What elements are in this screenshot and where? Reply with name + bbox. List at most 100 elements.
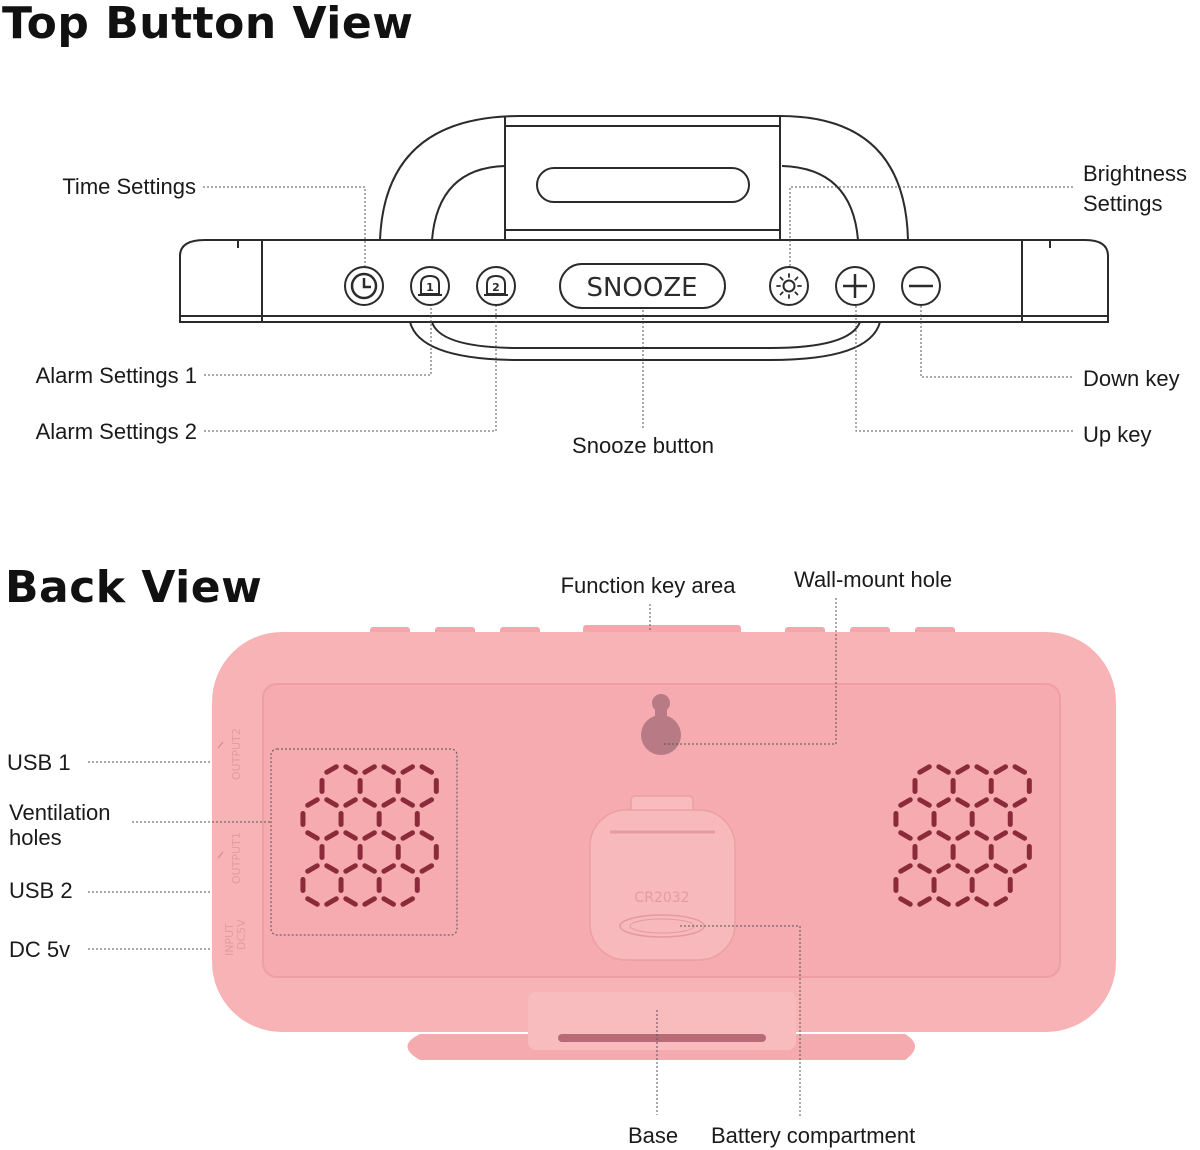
ventilation-slot [381,896,396,907]
ventilation-slot [993,830,1008,841]
ventilation-slot [955,830,970,841]
top-view-leader-lines [203,186,1074,432]
ventilation-slot [936,830,951,841]
top-view-heading: Top Button View [2,0,414,49]
ventilation-slot [300,811,306,827]
ventilation-slot [1012,797,1028,808]
label-alarm-settings-2: Alarm Settings 2 [35,419,197,444]
ventilation-slot [898,797,913,808]
snooze-button-text: SNOOZE [586,273,697,303]
ventilation-slot [433,778,439,794]
battery-compartment: CR2032 [589,795,736,961]
ventilation-slot [362,896,377,907]
ventilation-holes-right [893,764,1032,907]
ventilation-slot [381,764,396,775]
stand-lower-loop [409,321,881,361]
ventilation-slot [993,797,1008,808]
ventilation-slot [343,863,358,874]
label-brightness-line1: Brightness [1083,161,1187,186]
alarm-settings-1-button[interactable]: 1 [410,266,450,306]
label-ventilation-line1: Ventilation [9,800,111,825]
ventilation-slot [343,797,358,808]
ventilation-slot [974,863,989,874]
label-function-key-area: Function key area [560,573,736,598]
ventilation-slot [343,764,358,775]
ventilation-slot [974,797,989,808]
stand-handle-outer [379,115,909,241]
ventilation-slot [917,863,932,874]
sun-icon [782,279,796,293]
ventilation-slot [362,797,377,808]
ventilation-slot [893,877,899,893]
ventilation-slot [955,896,970,907]
port-label-input: INPUT [223,923,236,956]
label-dc-5v: DC 5v [9,937,71,962]
ventilation-slot [1026,778,1032,795]
ventilation-slot [324,764,339,775]
stand-lower-loop-inner [431,321,861,349]
label-up-key: Up key [1083,422,1152,447]
label-base: Base [628,1123,679,1148]
alarm-settings-2-button[interactable]: 2 [476,266,516,306]
ventilation-slot [305,863,320,874]
ventilation-slot [950,778,956,794]
ventilation-slot [433,844,439,860]
ventilation-slot [1026,844,1032,861]
ventilation-slot [343,896,358,907]
ventilation-slot [395,844,401,860]
ventilation-slot [936,797,951,808]
ventilation-slot [400,863,415,874]
down-key-button[interactable] [901,266,941,306]
ventilation-slot [1007,811,1013,827]
ventilation-holes-left [300,764,439,907]
time-settings-button[interactable] [344,266,384,306]
top-view-drawing: 1 2 SNOOZE [179,115,1109,432]
ventilation-slot [917,797,932,808]
ventilation-slot [319,844,325,860]
alarm-2-digit: 2 [492,281,500,294]
port-label-output2: OUTPUT2 [230,728,243,780]
ventilation-slot [343,830,358,841]
ventilation-slot [300,877,306,893]
ventilation-slot [974,764,989,775]
ventilation-slot [319,778,325,794]
label-time-settings: Time Settings [62,174,196,199]
ventilation-slot [1012,764,1028,775]
ventilation-slot [1007,877,1013,893]
ventilation-slot [324,830,339,841]
ventilation-slot [898,830,913,841]
ventilation-slot [376,877,382,893]
label-usb-2: USB 2 [9,878,73,903]
label-wall-mount-hole: Wall-mount hole [794,567,953,592]
label-usb-1: USB 1 [7,750,71,775]
snooze-button[interactable]: SNOOZE [559,263,726,309]
ventilation-slot [1012,830,1028,841]
battery-text: CR2032 [634,890,689,906]
ventilation-slot [917,830,932,841]
ventilation-slot [993,863,1008,874]
ventilation-slot [400,764,415,775]
ventilation-slot [419,863,435,874]
port-label-output1: OUTPUT1 [230,832,243,884]
ventilation-slot [931,811,937,827]
ventilation-slot [414,811,420,827]
ventilation-slot [357,844,363,860]
label-ventilation-line2: holes [9,825,62,850]
ventilation-slot [381,830,396,841]
label-brightness-line2: Settings [1083,191,1163,216]
ventilation-slot [362,863,377,874]
ventilation-slot [338,811,344,827]
up-key-button[interactable] [835,266,875,306]
label-snooze-button: Snooze button [572,433,714,458]
ventilation-slot [338,877,344,893]
ventilation-slot [955,863,970,874]
ventilation-slot [419,764,435,775]
ventilation-slot [912,778,918,794]
ventilation-slot [917,764,932,775]
ventilation-slot [324,863,339,874]
brightness-settings-button[interactable] [769,266,809,306]
ventilation-slot [1012,863,1028,874]
ventilation-slot [305,797,320,808]
ventilation-slot [419,797,435,808]
